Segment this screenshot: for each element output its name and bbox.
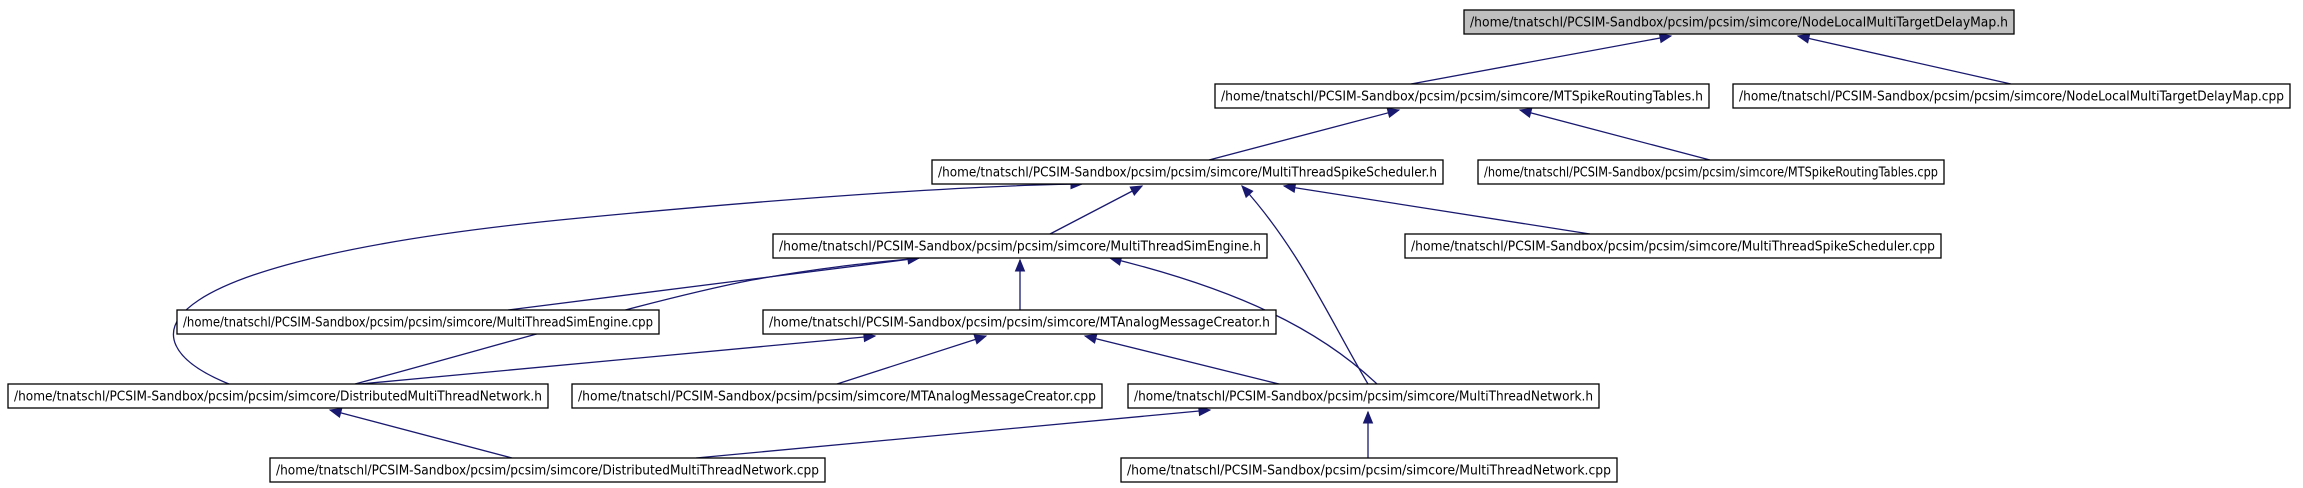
arrowhead (1658, 32, 1673, 44)
include-edge-n2-n0 (1796, 33, 2012, 85)
node-box (1463, 9, 2015, 35)
include-edge-n5-n3 (1049, 185, 1144, 235)
file-node[interactable]: /home/tnatschl/PCSIM-Sandbox/pcsim/pcsim… (1732, 83, 2291, 109)
edge-line (1208, 109, 1400, 161)
include-edge-n6-n3 (1282, 182, 1591, 235)
arrowhead (1362, 410, 1374, 424)
file-node[interactable]: /home/tnatschl/PCSIM-Sandbox/pcsim/pcsim… (931, 159, 1444, 185)
file-node[interactable]: /home/tnatschl/PCSIM-Sandbox/pcsim/pcsim… (571, 383, 1103, 409)
node-label: /home/tnatschl/PCSIM-Sandbox/pcsim/pcsim… (779, 240, 1261, 255)
include-edge-n12-n11 (695, 405, 1212, 459)
include-edge-n3-n1 (1208, 107, 1401, 161)
node-box (1404, 233, 1942, 259)
node-box (1127, 383, 1600, 409)
node-box (571, 383, 1103, 409)
arrowhead (1014, 258, 1026, 272)
node-box (1477, 159, 1945, 185)
edge-line (172, 183, 1083, 385)
edge-line (354, 257, 920, 385)
file-node[interactable]: /home/tnatschl/PCSIM-Sandbox/pcsim/pcsim… (1404, 233, 1942, 259)
node-label: /home/tnatschl/PCSIM-Sandbox/pcsim/pcsim… (14, 390, 542, 405)
include-edge-n12-n9 (328, 407, 513, 459)
node-label: /home/tnatschl/PCSIM-Sandbox/pcsim/pcsim… (1739, 90, 2284, 105)
edge-line (1084, 335, 1280, 385)
nodes-layer: /home/tnatschl/PCSIM-Sandbox/pcsim/pcsim… (7, 9, 2291, 483)
include-edge-n13-n11 (1362, 410, 1374, 458)
edge-line (1410, 35, 1672, 85)
node-label: /home/tnatschl/PCSIM-Sandbox/pcsim/pcsim… (1484, 166, 1938, 181)
arrowhead (1386, 107, 1401, 119)
node-box (931, 159, 1444, 185)
arrowhead (1241, 185, 1254, 199)
include-edge-n4-n1 (1518, 107, 1711, 161)
node-box (7, 383, 549, 409)
include-edge-n9-n8 (359, 331, 877, 385)
node-label: /home/tnatschl/PCSIM-Sandbox/pcsim/pcsim… (769, 316, 1270, 331)
edge-line (359, 335, 876, 385)
file-node[interactable]: /home/tnatschl/PCSIM-Sandbox/pcsim/pcsim… (1214, 83, 1710, 109)
node-box (772, 233, 1268, 259)
include-edge-n10-n8 (836, 334, 988, 385)
arrowhead (1518, 107, 1533, 119)
node-label: /home/tnatschl/PCSIM-Sandbox/pcsim/pcsim… (938, 166, 1437, 181)
include-edge-n9-n3 (172, 178, 1084, 385)
file-node[interactable]: /home/tnatschl/PCSIM-Sandbox/pcsim/pcsim… (1477, 159, 1945, 185)
include-edge-n11-n3 (1241, 185, 1369, 385)
node-box (762, 309, 1277, 335)
file-node[interactable]: /home/tnatschl/PCSIM-Sandbox/pcsim/pcsim… (1120, 457, 1618, 483)
node-label: /home/tnatschl/PCSIM-Sandbox/pcsim/pcsim… (1134, 390, 1593, 405)
node-label: /home/tnatschl/PCSIM-Sandbox/pcsim/pcsim… (1221, 90, 1703, 105)
edge-line (1283, 185, 1591, 235)
include-edge-n7-n5 (507, 254, 921, 311)
root-file-node: /home/tnatschl/PCSIM-Sandbox/pcsim/pcsim… (1463, 9, 2015, 35)
edge-line (507, 257, 920, 311)
edge-line (695, 409, 1211, 459)
arrowhead (328, 407, 343, 419)
arrowhead (1083, 333, 1098, 344)
node-box (176, 309, 660, 335)
edge-line (1519, 109, 1711, 161)
node-box (1214, 83, 1710, 109)
node-box (1120, 457, 1618, 483)
file-node[interactable]: /home/tnatschl/PCSIM-Sandbox/pcsim/pcsim… (762, 309, 1277, 335)
include-edge-n8-n5 (1014, 258, 1026, 310)
node-label: /home/tnatschl/PCSIM-Sandbox/pcsim/pcsim… (183, 316, 653, 331)
node-label: /home/tnatschl/PCSIM-Sandbox/pcsim/pcsim… (578, 390, 1096, 405)
include-edge-n1-n0 (1410, 32, 1673, 85)
edge-line (1241, 185, 1369, 385)
arrowhead (973, 334, 988, 345)
node-label: /home/tnatschl/PCSIM-Sandbox/pcsim/pcsim… (1411, 240, 1935, 255)
arrowhead (1129, 185, 1144, 196)
node-label: /home/tnatschl/PCSIM-Sandbox/pcsim/pcsim… (1127, 464, 1611, 479)
file-node[interactable]: /home/tnatschl/PCSIM-Sandbox/pcsim/pcsim… (176, 309, 660, 335)
include-edge-n11-n8 (1083, 333, 1280, 385)
edge-line (1049, 185, 1143, 235)
node-box (1732, 83, 2291, 109)
node-label: /home/tnatschl/PCSIM-Sandbox/pcsim/pcsim… (1470, 16, 2008, 31)
arrowhead (1796, 33, 1811, 44)
edge-line (836, 335, 987, 385)
edge-line (329, 409, 513, 459)
node-box (269, 457, 826, 483)
node-label: /home/tnatschl/PCSIM-Sandbox/pcsim/pcsim… (276, 464, 819, 479)
file-node[interactable]: /home/tnatschl/PCSIM-Sandbox/pcsim/pcsim… (7, 383, 549, 409)
file-node[interactable]: /home/tnatschl/PCSIM-Sandbox/pcsim/pcsim… (772, 233, 1268, 259)
file-node[interactable]: /home/tnatschl/PCSIM-Sandbox/pcsim/pcsim… (1127, 383, 1600, 409)
file-node[interactable]: /home/tnatschl/PCSIM-Sandbox/pcsim/pcsim… (269, 457, 826, 483)
edge-line (1797, 35, 2012, 85)
